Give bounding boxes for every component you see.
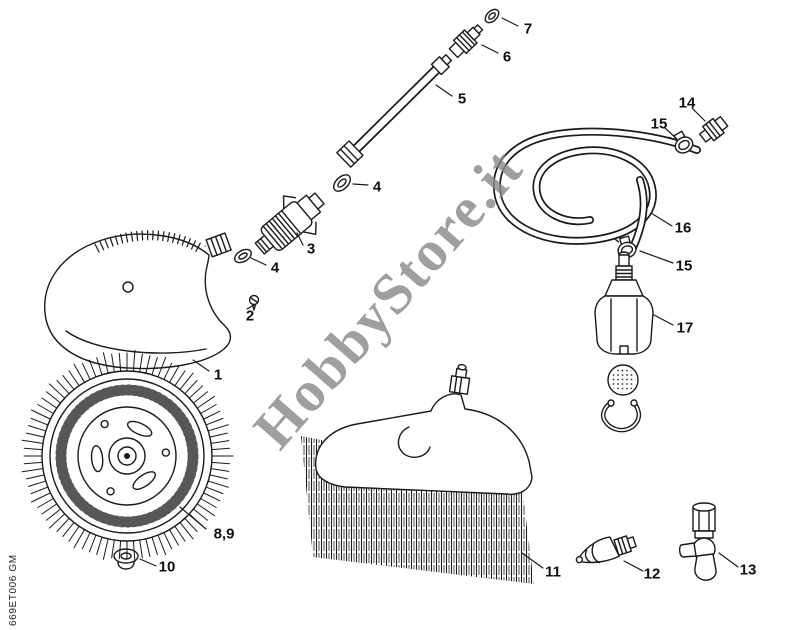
housing-1-drawing [44, 232, 232, 370]
o-ring-7-drawing [484, 8, 500, 24]
decorative-strokes [21, 230, 234, 563]
part-label-5: 5 [457, 90, 467, 108]
part-label-1: 1 [213, 366, 223, 384]
part-label-15-lower: 15 [675, 257, 693, 275]
part-label-2: 2 [245, 307, 255, 325]
nozzle-12-drawing [575, 535, 637, 564]
screw-2-drawing [248, 294, 260, 311]
part-label-15-upper: 15 [650, 115, 668, 133]
part-label-13: 13 [739, 561, 757, 579]
filter-housing-17-drawing [594, 251, 654, 433]
part-label-4-lower: 4 [270, 259, 280, 277]
part-label-7: 7 [523, 20, 533, 38]
part-label-4-upper: 4 [372, 178, 382, 196]
brush-disc-8-9-drawing [41, 370, 213, 542]
leader-lines [139, 17, 739, 572]
part-label-17: 17 [676, 319, 694, 337]
part-label-6: 6 [502, 48, 512, 66]
spiral-hose-16-drawing [493, 127, 701, 254]
o-ring-4-lower-drawing [234, 248, 252, 264]
swivel-joint-3-drawing [254, 192, 325, 255]
part-label-16: 16 [674, 219, 692, 237]
part-label-10: 10 [158, 558, 176, 576]
document-code: 669ET006 GM [8, 554, 19, 626]
part-label-8-9: 8,9 [213, 525, 235, 543]
part-label-11: 11 [545, 563, 561, 581]
wash-brush-11-drawing [301, 363, 534, 584]
spray-tube-5-drawing [336, 54, 453, 168]
part-label-3: 3 [306, 240, 316, 258]
nozzle-14-drawing [698, 115, 729, 143]
hose-clamp-15-upper-drawing [668, 130, 694, 154]
angle-nozzle-13-drawing [678, 502, 717, 581]
o-ring-4-upper-drawing [332, 174, 352, 192]
part-label-14: 14 [678, 94, 696, 112]
coupling-6-drawing [448, 24, 484, 59]
part-label-12: 12 [643, 565, 661, 583]
